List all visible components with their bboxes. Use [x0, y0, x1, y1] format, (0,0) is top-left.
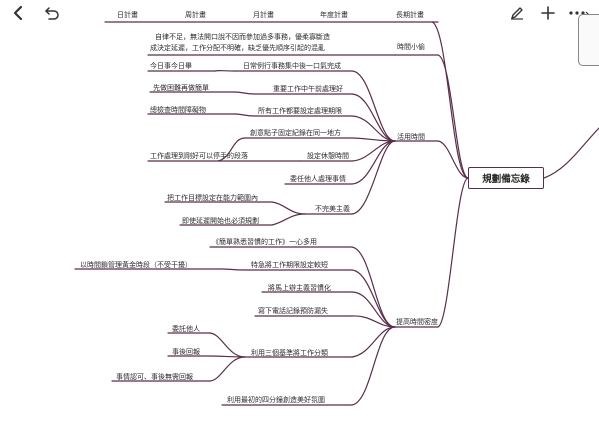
node-review-obstacles[interactable]: 總檢查時間障礙物 [150, 106, 206, 114]
node-report-after[interactable]: 事後回報 [172, 348, 200, 356]
node-three-criteria[interactable]: 利用三個基準將工作分類 [251, 349, 328, 357]
undo-icon [45, 7, 59, 20]
node-set-deadlines[interactable]: 所有工作都要設定處理期限 [258, 107, 342, 115]
node-plan-even-late[interactable]: 即使延遲開始也必須規劃 [182, 217, 259, 225]
pen-tool-button[interactable] [506, 2, 528, 24]
branch-use-time[interactable]: 活用時間 [397, 133, 425, 141]
branch-long-term-plan[interactable]: 長期計畫 [396, 11, 424, 19]
branch-time-thief[interactable]: 時間小偷 [397, 43, 425, 51]
plus-icon [541, 6, 555, 20]
central-topic[interactable]: 規劃備忘錄 [468, 167, 544, 189]
back-button[interactable] [8, 2, 28, 24]
node-hard-first[interactable]: 先做困難再做簡單 [153, 84, 209, 92]
node-first-four-minutes[interactable]: 利用最初的四分鐘創造美好氛圍 [227, 396, 325, 404]
node-stop-point[interactable]: 工作處理到剛好可以停手的段落 [150, 152, 248, 160]
node-goal-in-ability[interactable]: 把工作目標設定在能力範圍內 [167, 194, 258, 202]
node-time-thief-detail-line1[interactable]: 自律不足，無法開口說不因而參加過多事務，優柔寡斷造 [155, 33, 330, 41]
node-imperfectionism[interactable]: 不完美主義 [315, 205, 350, 213]
node-yearly-plan[interactable]: 年度計畫 [320, 11, 348, 19]
node-entrust-others[interactable]: 委託他人 [172, 325, 200, 333]
node-record-ideas[interactable]: 創意點子固定紀錄在同一地方 [250, 129, 341, 137]
node-time-thief-detail-line2[interactable]: 成決定延遲，工作分配不明確，缺乏優先順序引起的混亂 [150, 44, 325, 52]
node-rest-time[interactable]: 設定休憩時間 [307, 152, 349, 160]
pen-icon [511, 7, 523, 20]
add-button[interactable] [538, 2, 558, 24]
side-panel-handle[interactable] [578, 14, 599, 66]
node-approve-no-report[interactable]: 事情認可、事後無需回報 [116, 373, 193, 381]
node-weekly-plan[interactable]: 周計畫 [185, 11, 206, 19]
node-delegate[interactable]: 委任他人處理事情 [290, 175, 346, 183]
node-phone-notes[interactable]: 寫下電話記錄預防漏失 [258, 307, 328, 315]
node-daily-plan[interactable]: 日計畫 [117, 11, 138, 19]
toolbar [0, 0, 599, 26]
node-multitask[interactable]: 《簡單熟悉習慣的工作》一心多用 [212, 238, 317, 246]
undo-button[interactable] [40, 2, 64, 24]
chevron-left-icon [13, 5, 23, 21]
node-short-deadline[interactable]: 特急將工作期限設定較短 [251, 261, 328, 269]
node-important-before-noon[interactable]: 重要工作中午前處理好 [273, 85, 343, 93]
node-monthly-plan[interactable]: 月計畫 [253, 11, 274, 19]
node-today[interactable]: 今日事今日畢 [150, 62, 192, 70]
node-batch-routine[interactable]: 日常例行事務集中後一口氣完成 [243, 62, 341, 70]
node-do-it-now[interactable]: 將馬上辦主義習慣化 [268, 284, 331, 292]
branch-time-density[interactable]: 提高時間密度 [396, 318, 438, 326]
node-golden-time[interactable]: 以時間鎖管理黃金時段（不受干擾） [80, 261, 192, 269]
